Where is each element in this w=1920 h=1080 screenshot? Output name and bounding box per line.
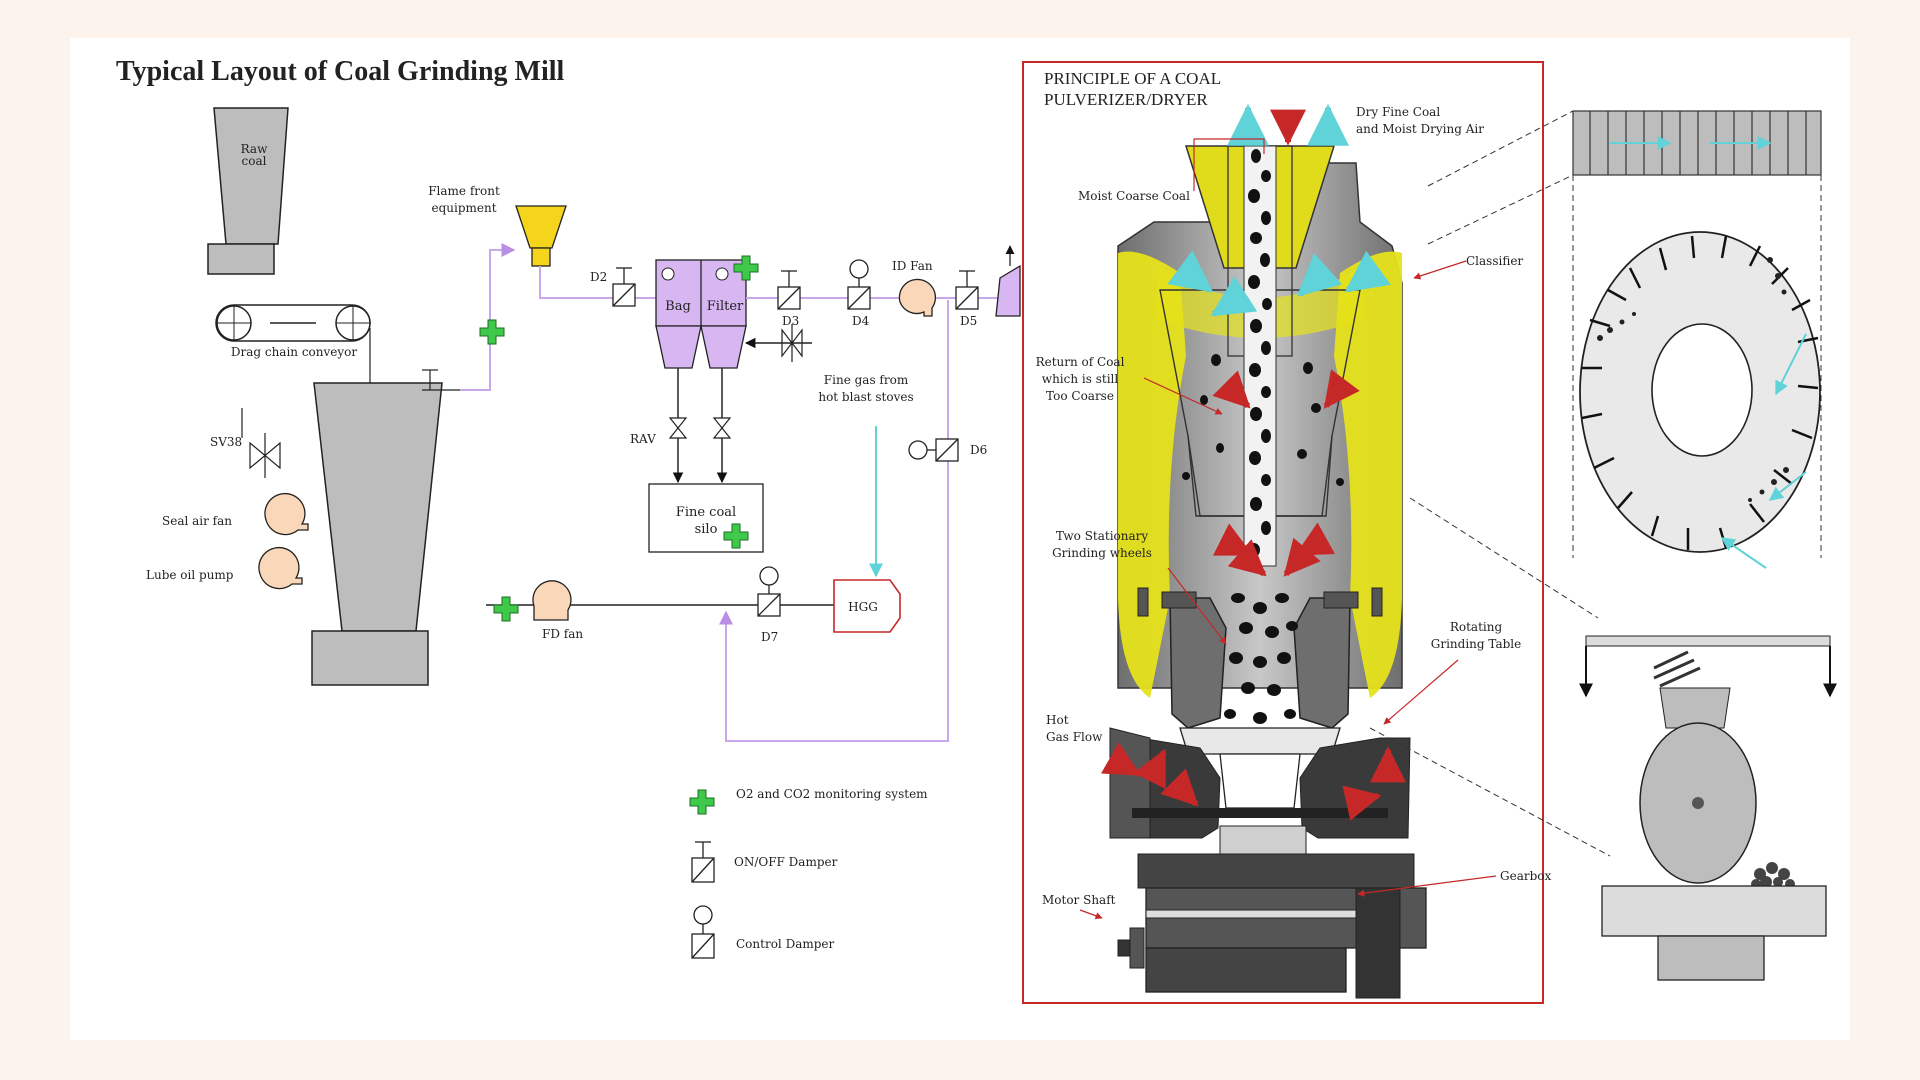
hgg-label: HGG xyxy=(848,600,878,614)
seal-air-fan-label: Seal air fan xyxy=(162,514,232,528)
o2-monitor-fd xyxy=(493,596,519,622)
raw-coal-hopper xyxy=(207,107,289,275)
d4-label: D4 xyxy=(852,314,870,328)
d7-label: D7 xyxy=(761,630,778,644)
legend-onoff-icon xyxy=(691,841,715,883)
panel-title-2: PULVERIZER/DRYER xyxy=(1044,90,1208,109)
lube-oil-pump-label: Lube oil pump xyxy=(146,568,234,582)
d7-damper xyxy=(757,566,781,617)
drag-chain-conveyor xyxy=(215,304,371,342)
fd-fan-label: FD fan xyxy=(542,627,583,641)
o2-monitor-filter xyxy=(733,255,759,281)
dry-fine-coal-label-2: and Moist Drying Air xyxy=(1356,122,1484,136)
coal-mill-diagram: Typical Layout of Coal Grinding Mill Raw… xyxy=(116,56,1837,1004)
return-coal-label-3: Too Coarse xyxy=(1046,389,1114,403)
legend-o2-label: O2 and CO2 monitoring system xyxy=(736,787,928,801)
panel-title-1: PRINCIPLE OF A COAL xyxy=(1044,69,1221,88)
diagram-title: Typical Layout of Coal Grinding Mill xyxy=(116,56,565,87)
d5-label: D5 xyxy=(960,314,977,328)
hgg-generator xyxy=(833,579,901,633)
fd-fan xyxy=(532,580,572,621)
pulverizer-flow-arrows xyxy=(1100,103,1406,821)
hot-gas-label-1: Hot xyxy=(1046,713,1069,727)
seal-air-fan xyxy=(264,492,309,536)
grinding-roller-detail xyxy=(1579,635,1837,981)
pulverizer-leader-lines xyxy=(1079,138,1497,920)
d6-damper xyxy=(908,438,959,462)
id-fan xyxy=(898,278,937,317)
sv38-label: SV38 xyxy=(210,435,242,449)
fine-coal-silo-label-2: silo xyxy=(695,522,718,537)
fine-coal-silo xyxy=(648,483,764,553)
grinding-wheels-label-2: Grinding wheels xyxy=(1052,546,1152,560)
legend-onoff-label: ON/OFF Damper xyxy=(734,855,838,869)
d6-label: D6 xyxy=(970,443,987,457)
return-coal-label-2: which is still xyxy=(1042,372,1119,386)
diagram-canvas: Typical Layout of Coal Grinding Mill Raw… xyxy=(70,38,1850,1040)
motor-shaft-label: Motor Shaft xyxy=(1042,893,1116,907)
gearbox-label: Gearbox xyxy=(1500,869,1551,883)
detail-dashed-lines xyxy=(1369,110,1822,857)
flame-front-equipment xyxy=(515,205,567,267)
rav-valves xyxy=(668,368,732,484)
mill-outlet-flow xyxy=(422,243,516,391)
hot-gas-label-2: Gas Flow xyxy=(1046,730,1103,744)
legend-o2-icon xyxy=(689,789,715,815)
classifier-detail-view xyxy=(1572,110,1822,176)
stack xyxy=(995,245,1021,317)
pulverizer-body xyxy=(1109,145,1427,999)
return-coal-label-1: Return of Coal xyxy=(1036,355,1125,369)
sv38-valve xyxy=(241,408,281,478)
coal-mill-body xyxy=(311,382,443,686)
classifier-label: Classifier xyxy=(1466,254,1523,268)
moist-coarse-coal-label: Moist Coarse Coal xyxy=(1078,189,1190,203)
flame-front-label-1: Flame front xyxy=(428,184,500,198)
fine-gas-label-1: Fine gas from xyxy=(824,373,909,387)
d2-label: D2 xyxy=(590,270,607,284)
drag-chain-label: Drag chain conveyor xyxy=(231,345,358,359)
d2-damper xyxy=(612,267,636,307)
fine-coal-silo-label-1: Fine coal xyxy=(676,505,736,520)
d3-damper xyxy=(777,270,801,310)
raw-coal-label-2: coal xyxy=(242,154,267,168)
lube-oil-pump xyxy=(258,546,303,590)
flame-front-label-2: equipment xyxy=(431,201,496,215)
fine-gas-label-2: hot blast stoves xyxy=(818,390,913,404)
grinding-wheels-label-1: Two Stationary xyxy=(1056,529,1149,543)
id-fan-label: ID Fan xyxy=(892,259,933,273)
grinding-table-label-2: Grinding Table xyxy=(1431,637,1521,651)
rav-label: RAV xyxy=(630,432,656,446)
classifier-rotor-view xyxy=(1579,231,1821,569)
d5-damper xyxy=(955,270,979,310)
fine-gas-inlet xyxy=(744,324,812,362)
legend: O2 and CO2 monitoring system ON/OFF Damp… xyxy=(689,787,928,959)
bag-label: Bag xyxy=(665,299,691,314)
d4-damper xyxy=(847,259,871,310)
raw-coal-label-1: Raw xyxy=(241,142,268,156)
filter-label: Filter xyxy=(707,299,744,314)
o2-monitor-mill xyxy=(479,319,505,345)
legend-control-label: Control Damper xyxy=(736,937,835,951)
dry-fine-coal-label-1: Dry Fine Coal xyxy=(1356,105,1440,119)
d3-label: D3 xyxy=(782,314,799,328)
bag-filter xyxy=(655,259,747,369)
legend-control-icon xyxy=(691,905,715,959)
recirculation-line xyxy=(719,300,949,742)
grinding-table-label-1: Rotating xyxy=(1450,620,1503,634)
